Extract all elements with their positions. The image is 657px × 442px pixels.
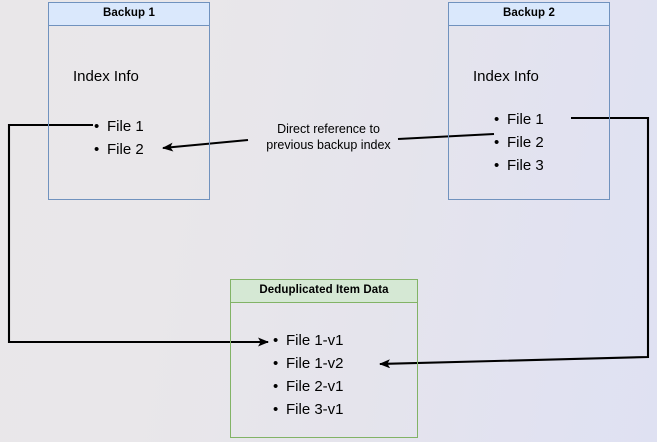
dedup-file-list: File 1-v1 File 1-v2 File 2-v1 File 3-v1 [271, 329, 343, 421]
backup-2-node[interactable]: Backup 2 Index Info File 1 File 2 File 3 [448, 2, 610, 200]
list-item: File 3 [494, 154, 544, 177]
list-item: File 1 [94, 115, 144, 138]
backup-1-title: Backup 1 [49, 3, 209, 26]
backup-2-file-list: File 1 File 2 File 3 [492, 108, 544, 177]
backup-2-body: Index Info File 1 File 2 File 3 [449, 26, 609, 199]
backup-1-body: Index Info File 1 File 2 [49, 26, 209, 199]
edge-annotation-label: Direct reference to previous backup inde… [266, 122, 391, 152]
backup-1-node[interactable]: Backup 1 Index Info File 1 File 2 [48, 2, 210, 200]
list-item: File 1 [494, 108, 544, 131]
list-item: File 2 [94, 138, 144, 161]
list-item: File 3-v1 [273, 398, 343, 421]
list-item: File 1-v2 [273, 352, 343, 375]
list-item: File 1-v1 [273, 329, 343, 352]
backup-1-file-list: File 1 File 2 [92, 115, 144, 161]
deduplicated-item-data-node[interactable]: Deduplicated Item Data File 1-v1 File 1-… [230, 279, 418, 438]
deduplicated-item-data-title: Deduplicated Item Data [231, 280, 417, 303]
list-item: File 2 [494, 131, 544, 154]
backup-1-index-info-label: Index Info [73, 68, 139, 85]
list-item: File 2-v1 [273, 375, 343, 398]
backup-2-index-info-label: Index Info [473, 68, 539, 85]
deduplicated-item-data-body: File 1-v1 File 1-v2 File 2-v1 File 3-v1 [231, 303, 417, 437]
backup-2-title: Backup 2 [449, 3, 609, 26]
